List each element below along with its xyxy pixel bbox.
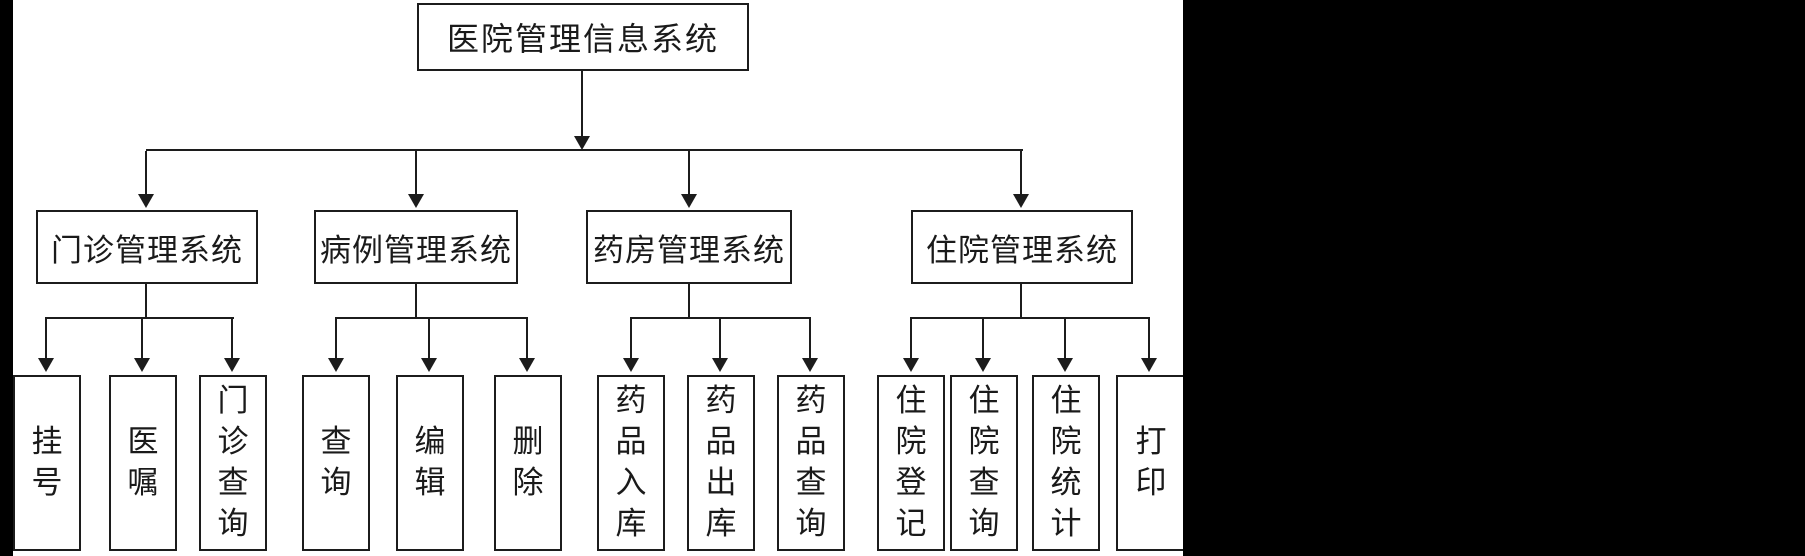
leaf-outpatient-query-label: 门诊查询 <box>217 383 249 541</box>
connector-line-vertical <box>45 319 47 359</box>
leaf-outpatient-query: 门诊查询 <box>199 375 267 551</box>
arrowhead-down <box>574 136 590 150</box>
arrowhead-down <box>681 194 697 208</box>
connector-line-vertical <box>1064 319 1066 359</box>
leaf-registration-label: 挂号 <box>31 424 63 500</box>
arrowhead-down <box>224 358 240 372</box>
arrowhead-down <box>1057 358 1073 372</box>
arrowhead-down <box>903 358 919 372</box>
leaf-drug-query: 药品查询 <box>777 375 845 551</box>
node-hospital-info-system: 医院管理信息系统 <box>417 3 749 71</box>
leaf-inpatient-register-label: 住院登记 <box>895 383 927 541</box>
arrowhead-down <box>712 358 728 372</box>
connector-line-vertical <box>231 319 233 359</box>
leaf-print: 打印 <box>1116 375 1186 551</box>
arrowhead-down <box>802 358 818 372</box>
connector-line-vertical <box>688 284 690 318</box>
leaf-case-query-label: 查询 <box>320 424 352 500</box>
connector-line-vertical <box>719 319 721 359</box>
connector-line-horizontal <box>45 317 234 319</box>
leaf-print-label: 打印 <box>1135 424 1167 500</box>
leaf-case-edit-label: 编辑 <box>414 424 446 500</box>
leaf-drug-inbound: 药品入库 <box>597 375 665 551</box>
arrowhead-down <box>134 358 150 372</box>
arrowhead-down <box>138 194 154 208</box>
connector-line-vertical <box>141 319 143 359</box>
arrowhead-down <box>519 358 535 372</box>
connector-line-vertical <box>688 151 690 196</box>
node-case-mgmt-system: 病例管理系统 <box>314 210 518 284</box>
node-pharmacy-mgmt-system: 药房管理系统 <box>586 210 792 284</box>
connector-line-vertical <box>1020 151 1022 196</box>
leaf-drug-outbound: 药品出库 <box>687 375 755 551</box>
leaf-inpatient-register: 住院登记 <box>877 375 945 551</box>
node-outpatient-mgmt-system: 门诊管理系统 <box>36 210 258 284</box>
black-letterbox-right <box>1183 0 1805 556</box>
connector-line-vertical <box>415 284 417 318</box>
connector-line-vertical <box>335 319 337 359</box>
connector-line-horizontal <box>910 317 1150 319</box>
connector-line-vertical <box>809 319 811 359</box>
leaf-drug-query-label: 药品查询 <box>795 383 827 541</box>
leaf-case-delete: 删除 <box>494 375 562 551</box>
connector-line-horizontal <box>630 317 811 319</box>
connector-line-vertical <box>1020 284 1022 318</box>
connector-line-vertical <box>982 319 984 359</box>
connector-line-vertical <box>581 71 583 146</box>
connector-line-horizontal <box>146 149 1023 151</box>
leaf-inpatient-query: 住院查询 <box>950 375 1018 551</box>
leaf-inpatient-query-label: 住院查询 <box>968 383 1000 541</box>
leaf-drug-inbound-label: 药品入库 <box>615 383 647 541</box>
arrowhead-down <box>408 194 424 208</box>
arrowhead-down <box>975 358 991 372</box>
leaf-drug-outbound-label: 药品出库 <box>705 383 737 541</box>
leaf-case-query: 查询 <box>302 375 370 551</box>
leaf-registration: 挂号 <box>13 375 81 551</box>
connector-line-vertical <box>910 319 912 359</box>
connector-line-vertical <box>1148 319 1150 359</box>
connector-line-vertical <box>526 319 528 359</box>
node-inpatient-mgmt-system: 住院管理系统 <box>911 210 1133 284</box>
leaf-case-edit: 编辑 <box>396 375 464 551</box>
leaf-doctor-orders: 医嘱 <box>109 375 177 551</box>
arrowhead-down <box>38 358 54 372</box>
connector-line-vertical <box>428 319 430 359</box>
connector-line-vertical <box>630 319 632 359</box>
leaf-doctor-orders-label: 医嘱 <box>127 424 159 500</box>
arrowhead-down <box>623 358 639 372</box>
arrowhead-down <box>328 358 344 372</box>
arrowhead-down <box>1141 358 1157 372</box>
connector-line-horizontal <box>335 317 528 319</box>
leaf-case-delete-label: 删除 <box>512 424 544 500</box>
leaf-inpatient-stats: 住院统计 <box>1032 375 1100 551</box>
arrowhead-down <box>1013 194 1029 208</box>
connector-line-vertical <box>145 151 147 196</box>
connector-line-vertical <box>415 151 417 196</box>
leaf-inpatient-stats-label: 住院统计 <box>1050 383 1082 541</box>
connector-line-vertical <box>145 284 147 318</box>
black-letterbox-left <box>0 0 13 556</box>
arrowhead-down <box>421 358 437 372</box>
